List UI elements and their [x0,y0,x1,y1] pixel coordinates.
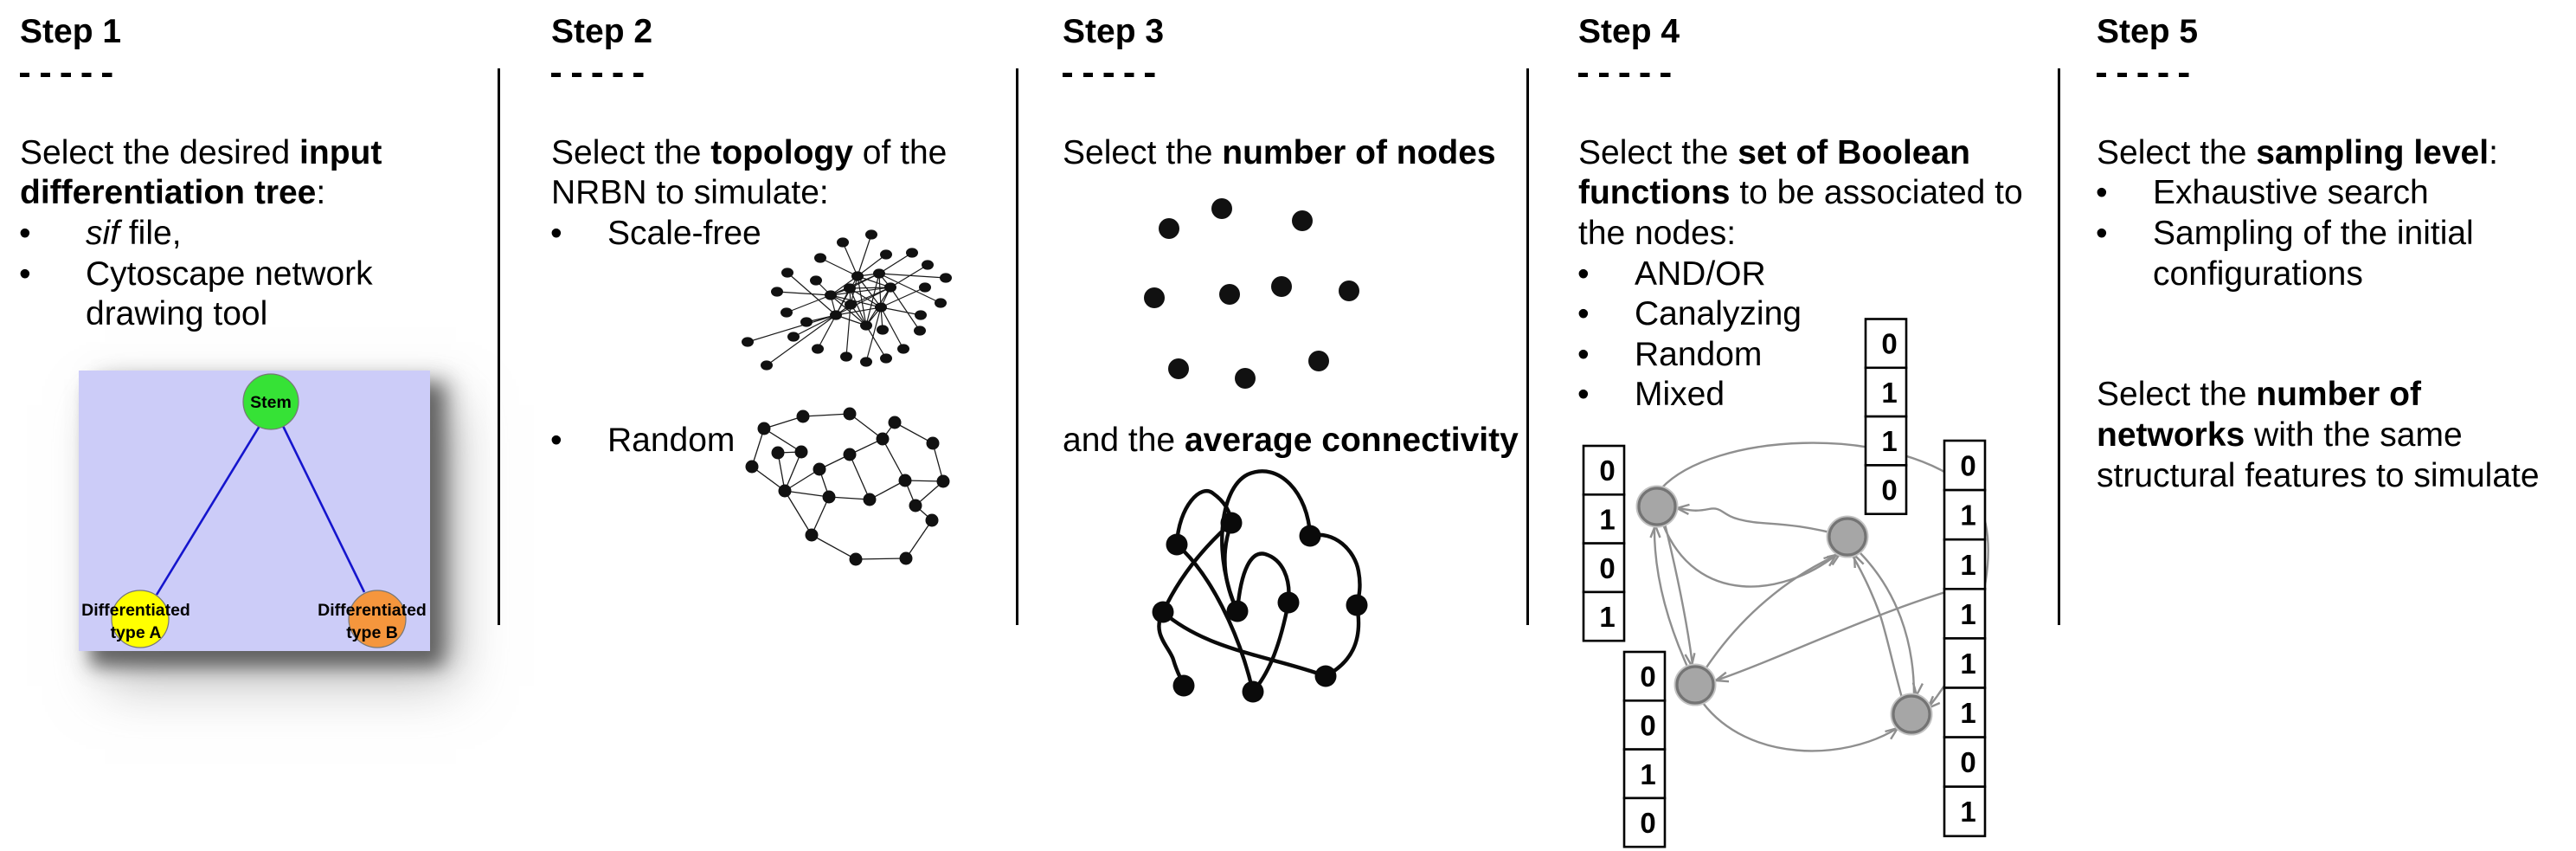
svg-text:1: 1 [1881,377,1897,409]
svg-text:0: 0 [1599,455,1615,487]
svg-text:type B: type B [346,623,398,642]
svg-text:0: 0 [1599,552,1615,584]
svg-text:0: 0 [1881,328,1897,360]
svg-text:Differentiated: Differentiated [318,601,427,620]
svg-text:1: 1 [1640,758,1655,790]
svg-text:Stem: Stem [250,393,292,412]
svg-text:0: 0 [1640,807,1655,839]
svg-text:0: 0 [1960,450,1975,482]
svg-text:1: 1 [1599,601,1615,633]
svg-text:0: 0 [1640,709,1655,741]
svg-text:Differentiated: Differentiated [81,601,190,620]
svg-text:1: 1 [1599,503,1615,535]
svg-text:0: 0 [1960,746,1975,778]
svg-text:1: 1 [1881,425,1897,457]
svg-text:1: 1 [1960,549,1975,581]
svg-text:type A: type A [111,623,162,642]
svg-text:1: 1 [1960,796,1975,828]
svg-text:1: 1 [1960,500,1975,532]
svg-text:1: 1 [1960,697,1975,729]
svg-text:0: 0 [1640,661,1655,693]
svg-text:1: 1 [1960,598,1975,630]
svg-text:0: 0 [1881,474,1897,506]
svg-text:1: 1 [1960,648,1975,680]
